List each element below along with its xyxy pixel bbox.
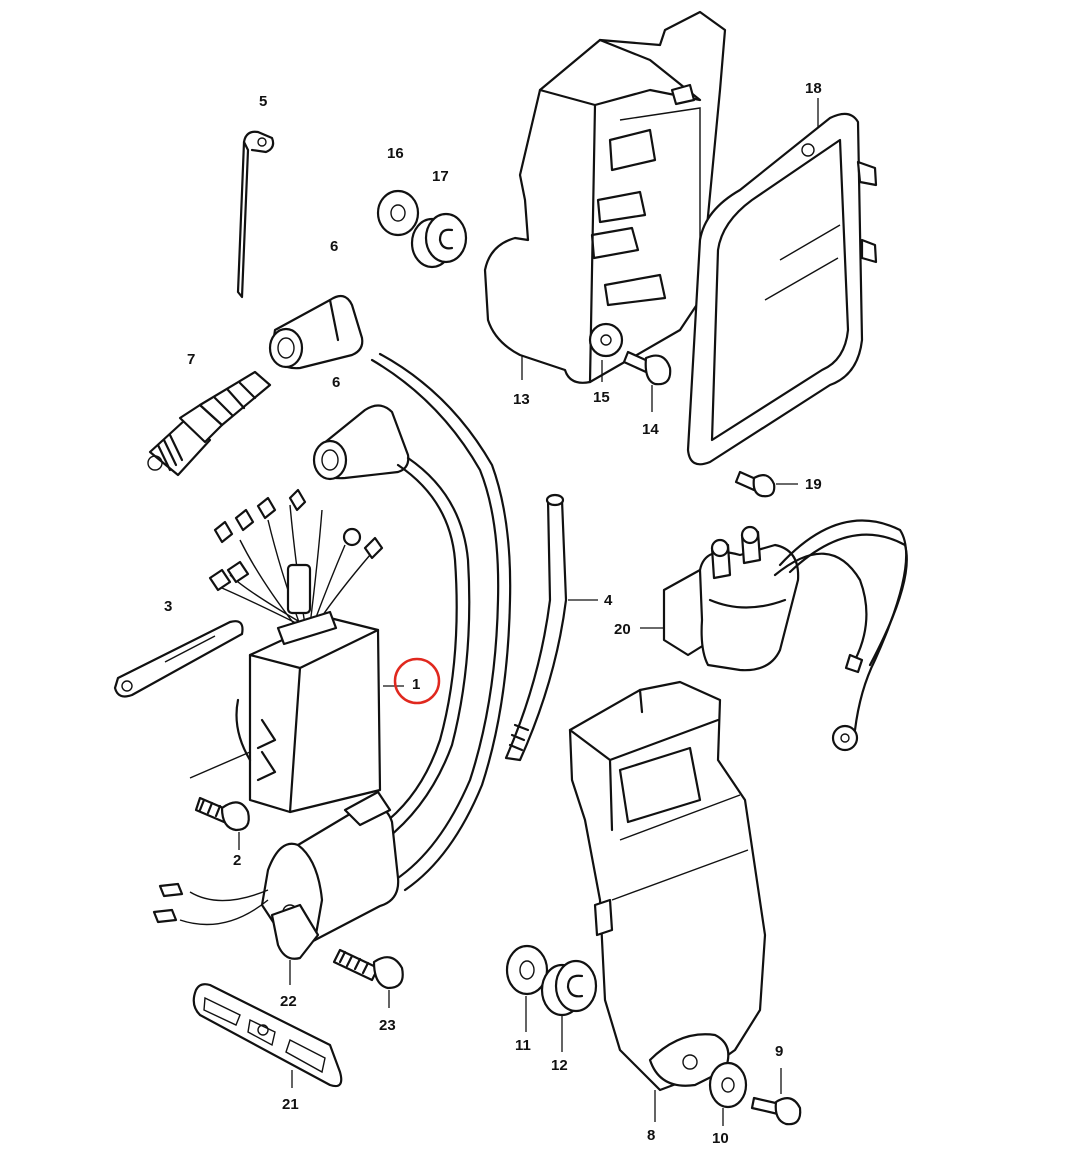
callout-15: 15 [593, 389, 610, 406]
callout-14: 14 [642, 421, 659, 438]
part-11-washer [505, 944, 549, 1032]
part-7-spark-plug [147, 370, 272, 477]
part-9-bolt [750, 1068, 802, 1126]
callout-13: 13 [513, 391, 530, 408]
callout-9: 9 [775, 1043, 783, 1060]
callout-labels: 5 16 17 6 7 6 3 1 2 22 23 21 4 13 15 14 … [164, 80, 822, 1147]
part-5-clamp [236, 130, 275, 299]
callout-7: 7 [187, 351, 195, 368]
part-6-plug-cap-lower [312, 404, 410, 481]
callout-22: 22 [280, 993, 297, 1010]
part-22-ignition-coil [152, 790, 400, 985]
callout-10: 10 [712, 1130, 729, 1147]
callout-2: 2 [233, 852, 241, 869]
callout-8: 8 [647, 1127, 655, 1144]
part-10-washer [708, 1061, 748, 1126]
callout-4: 4 [604, 592, 613, 609]
part-12-grommet [540, 959, 598, 1052]
part-14-bolt [622, 350, 672, 412]
part-1-cdi-unit [189, 488, 404, 814]
part-23-bolt [332, 948, 404, 1008]
part-2-bolt [194, 796, 250, 850]
callout-12: 12 [551, 1057, 568, 1074]
high-tension-leads [370, 352, 512, 892]
callout-18: 18 [805, 80, 822, 97]
callout-1: 1 [412, 676, 420, 693]
callout-21: 21 [282, 1096, 299, 1113]
part-8-lower-housing [568, 680, 767, 1122]
part-13-housing [483, 10, 727, 384]
part-4-tube [504, 493, 598, 762]
part-3-ground-strap [113, 620, 244, 698]
part-21-bracket [192, 983, 343, 1088]
callout-23: 23 [379, 1017, 396, 1034]
part-6-plug-cap-upper [268, 294, 364, 370]
callout-6-upper: 6 [330, 238, 338, 255]
part-17-grommet [410, 212, 468, 269]
part-20-solenoid [640, 519, 908, 752]
part-16-washer [376, 189, 420, 237]
callout-20: 20 [614, 621, 631, 638]
callout-17: 17 [432, 168, 449, 185]
callout-5: 5 [259, 93, 267, 110]
callout-16: 16 [387, 145, 404, 162]
callout-11: 11 [515, 1037, 531, 1054]
callout-19: 19 [805, 476, 822, 493]
callout-1-highlight-circle [393, 657, 441, 705]
callout-6-lower: 6 [332, 374, 340, 391]
part-18-cover [686, 98, 878, 466]
part-19-screw [734, 470, 798, 498]
callout-3: 3 [164, 598, 172, 615]
